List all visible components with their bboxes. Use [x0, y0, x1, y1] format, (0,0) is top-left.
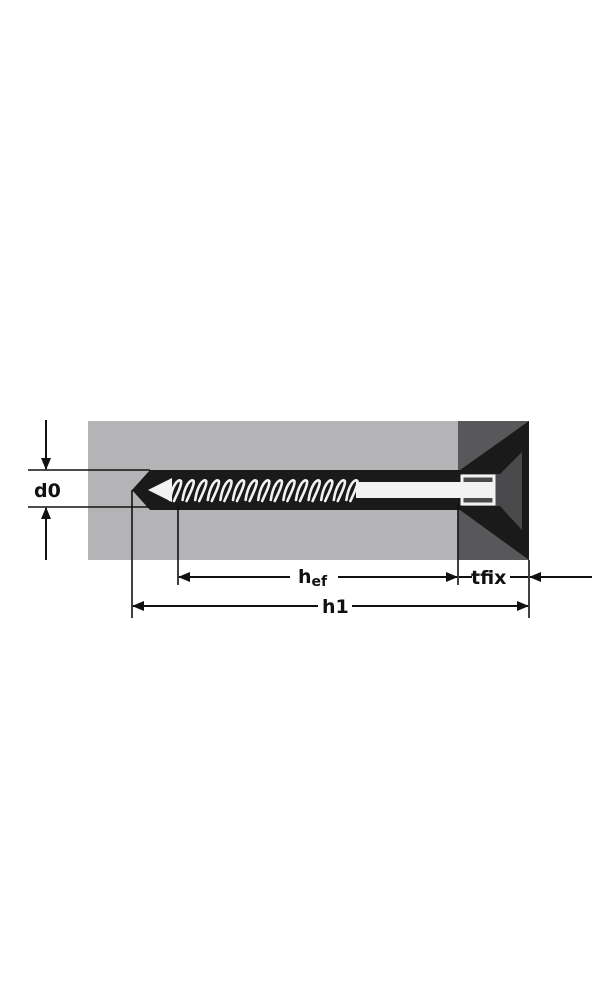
thread-ridge — [282, 479, 296, 503]
hef-label: hef — [298, 566, 328, 590]
drill-tip — [148, 478, 172, 502]
thread-ridge — [193, 479, 208, 503]
thread-ridge — [256, 479, 271, 503]
thread-ridge — [332, 479, 347, 503]
thread-ridge — [244, 479, 259, 503]
h1-label: h1 — [322, 596, 349, 618]
d0-label: d0 — [34, 480, 61, 502]
thread-ridge — [231, 479, 246, 503]
thread-ridge — [294, 479, 309, 503]
thread-ridge — [206, 479, 221, 503]
thread-ridge — [269, 479, 284, 503]
thread-ridge — [345, 479, 359, 503]
thread-ridge — [168, 479, 183, 503]
thread-ridge — [319, 479, 334, 503]
thread-ridge — [181, 479, 196, 503]
head-outline — [460, 474, 496, 506]
anchor-shank — [356, 482, 494, 498]
thread-ridge — [307, 479, 322, 503]
thread-ridge — [219, 479, 233, 503]
screw-thread — [168, 479, 359, 503]
tfix-label: tfix — [471, 567, 506, 589]
